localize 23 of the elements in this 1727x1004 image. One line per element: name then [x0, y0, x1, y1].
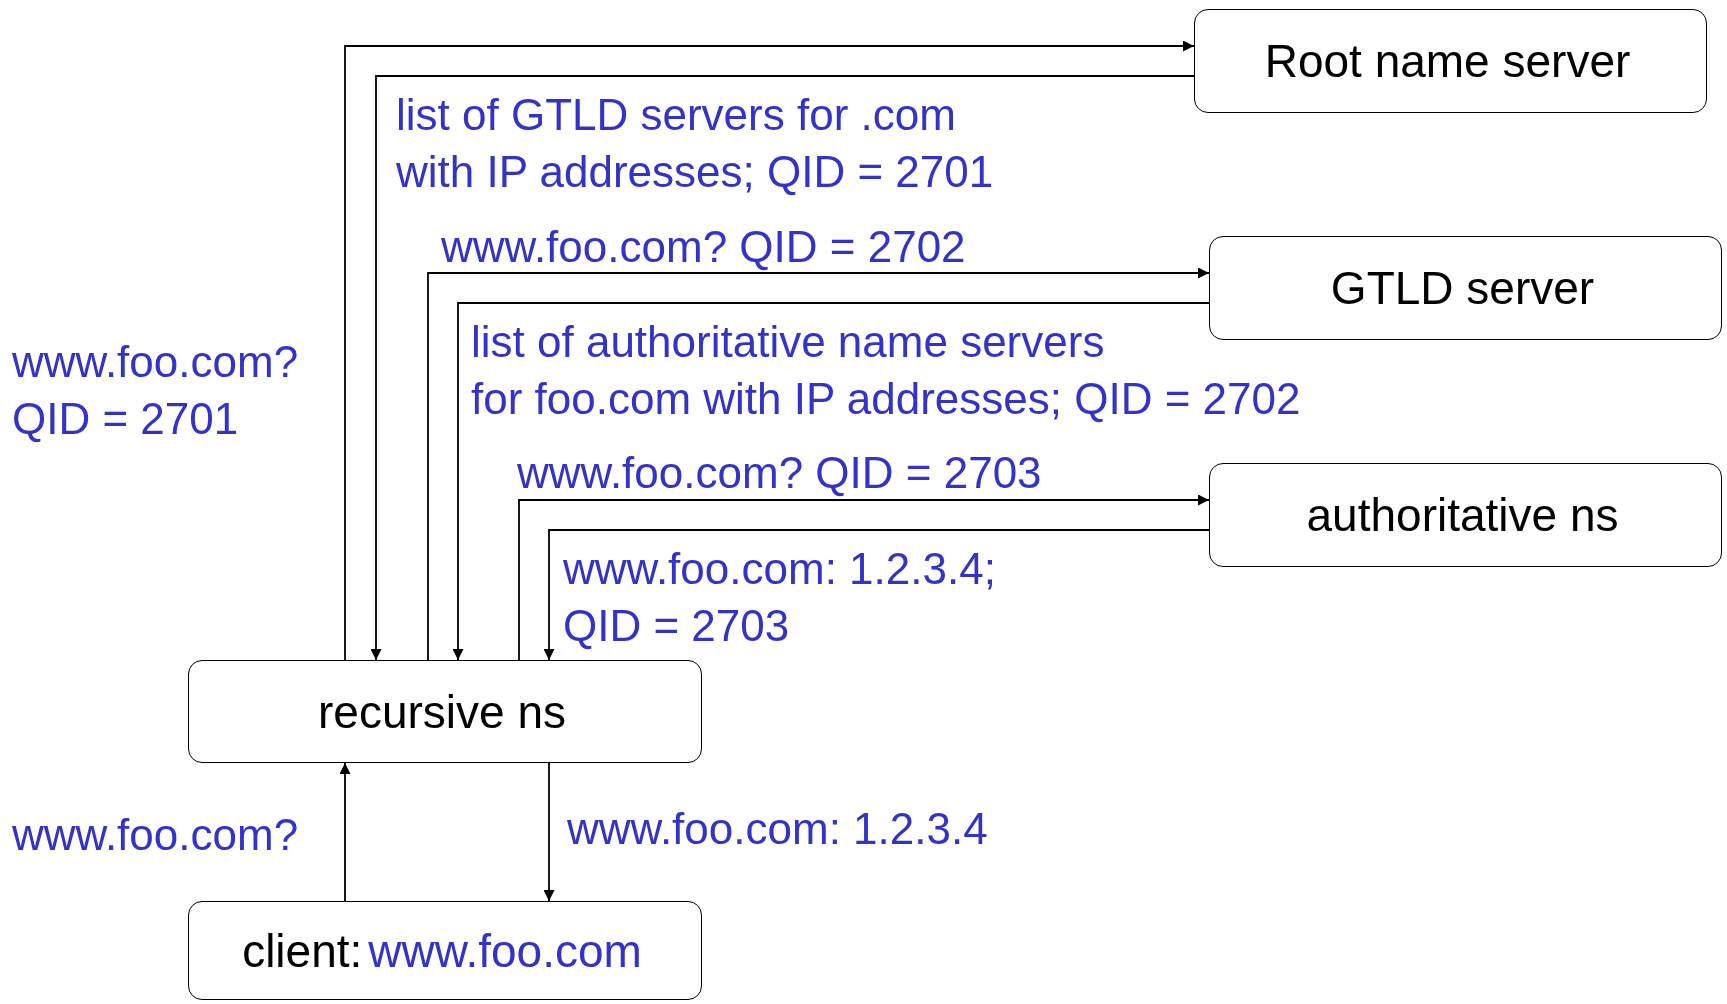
arrow	[543, 762, 555, 902]
edge-label: www.foo.com: 1.2.3.4	[567, 803, 988, 855]
hostname-text: www.foo.com	[368, 923, 643, 978]
edge-label: www.foo.com? QID = 2701	[12, 336, 299, 445]
server-box	[1209, 236, 1722, 340]
arrow	[339, 762, 351, 902]
arrow	[543, 529, 1210, 661]
client-label: client:	[242, 923, 364, 978]
server-box	[1194, 9, 1707, 113]
node-label: recursive ns	[318, 684, 567, 739]
node-label: Root name server	[1264, 34, 1632, 88]
server-box	[188, 660, 702, 763]
edge-label: www.foo.com?	[12, 809, 299, 861]
edge-label: list of authoritative name servers for foo.com with IP addresses; QID = 2702	[471, 316, 1301, 425]
edge-label: www.foo.com? QID = 2702	[441, 221, 966, 273]
arrow	[518, 494, 1210, 661]
edge-label: www.foo.com? QID = 2703	[517, 447, 1042, 499]
edge-label: list of GTLD servers for .com with IP addresses; QID = 2701	[396, 89, 994, 198]
node-label: authoritative ns	[1306, 488, 1620, 542]
server-box	[1209, 463, 1722, 567]
server-box	[188, 901, 702, 1000]
node-label: GTLD server	[1330, 261, 1596, 315]
edge-label: www.foo.com: 1.2.3.4; QID = 2703	[563, 543, 996, 652]
